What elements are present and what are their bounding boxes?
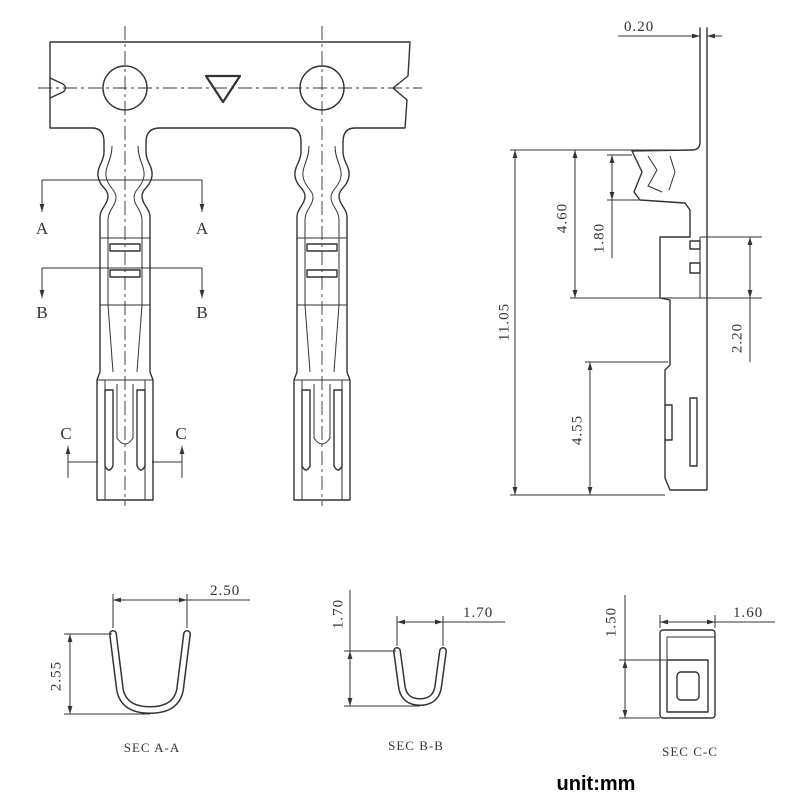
dim-top-thickness: 0.20	[624, 19, 654, 35]
section-a-title: SEC A-A	[124, 740, 180, 755]
body-window-lower	[689, 262, 701, 274]
contact-latch	[664, 404, 673, 441]
section-a-height: 2.55	[48, 661, 64, 691]
section-c-title: SEC C-C	[662, 744, 718, 759]
dim-window-height: 2.20	[729, 323, 745, 353]
dim-overall-length: 11.05	[496, 303, 512, 341]
section-c-outer	[659, 629, 716, 719]
section-marker-a: A A	[36, 179, 209, 238]
marker-b-left: B	[36, 303, 47, 322]
section-a-width: 2.50	[210, 583, 240, 599]
body-window-upper	[689, 240, 701, 250]
triangle-hole	[204, 74, 242, 104]
marker-c-right: C	[175, 424, 186, 443]
carrier-strip-bottom	[145, 127, 302, 143]
section-b-b: 1.70 1.70 SEC B-B	[330, 590, 505, 753]
marker-c-left: C	[60, 424, 71, 443]
wing-inner-lines	[647, 155, 676, 193]
section-marker-b: B B	[36, 267, 208, 322]
section-c-width: 1.60	[733, 605, 763, 621]
marker-a-right: A	[196, 219, 209, 238]
dim-upper-length: 4.60	[554, 203, 570, 233]
side-profile	[631, 27, 708, 491]
section-c-c: 1.60 1.50 SEC C-C	[603, 595, 775, 759]
section-marker-c: C C	[60, 424, 187, 478]
dim-wing-height: 1.80	[591, 223, 607, 253]
section-c-height: 1.50	[603, 607, 619, 637]
section-b-title: SEC B-B	[388, 738, 444, 753]
section-c-core	[676, 671, 700, 701]
marker-b-right: B	[196, 303, 207, 322]
section-a-a: 2.50 2.55 SEC A-A	[48, 583, 250, 755]
marker-a-left: A	[36, 219, 49, 238]
dim-lower-length: 4.55	[569, 415, 585, 445]
section-c-inner	[666, 659, 709, 713]
side-view	[631, 27, 708, 491]
section-b-height: 1.70	[330, 599, 346, 629]
contact-spring	[689, 397, 698, 467]
front-view	[38, 26, 422, 506]
side-dimensions: 0.20 11.05 4.60 1.80 2.20 4.55	[496, 19, 762, 496]
section-b-width: 1.70	[463, 605, 493, 621]
carrier-strip-corner	[91, 127, 105, 143]
carrier-strip-outline	[49, 41, 411, 143]
unit-label: unit:mm	[557, 773, 636, 795]
